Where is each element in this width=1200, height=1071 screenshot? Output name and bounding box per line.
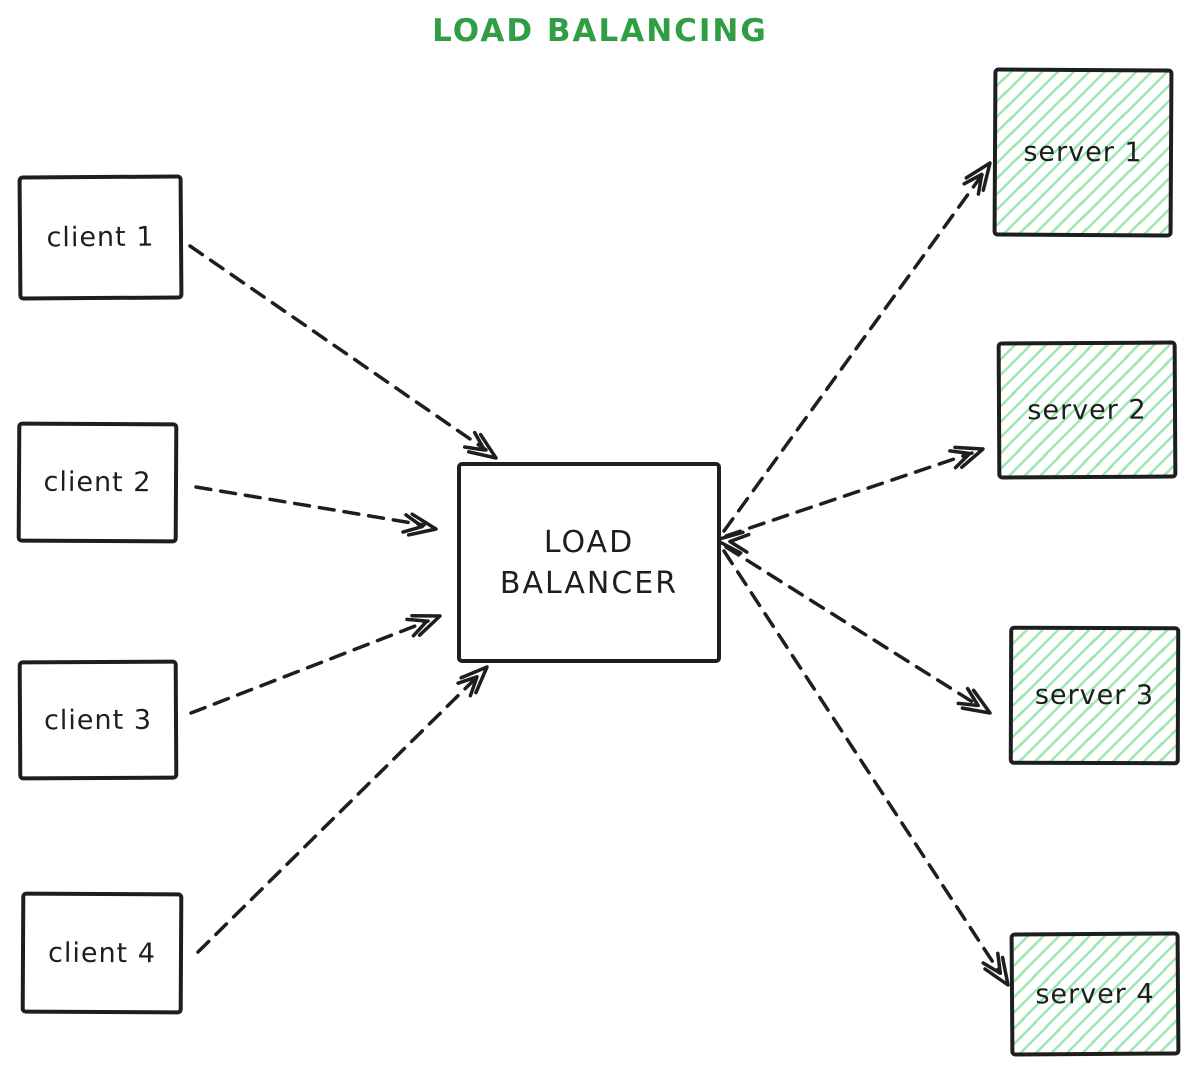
server-2-node: server 2 [996, 340, 1178, 480]
client-2-node: client 2 [16, 421, 179, 544]
client-3-label: client 3 [43, 704, 153, 736]
arrow-load-balancer-to-server-4 [722, 549, 1010, 987]
diagram-title: LOAD BALANCING [432, 13, 768, 49]
client-3-node: client 3 [17, 659, 179, 781]
server-4-node: server 4 [1009, 931, 1181, 1057]
server-2-label: server 2 [1027, 394, 1147, 426]
client-4-node: client 4 [20, 891, 184, 1015]
arrow-load-balancer-to-server-3 [724, 545, 992, 715]
server-3-node: server 3 [1008, 625, 1181, 766]
server-1-label: server 1 [1023, 136, 1143, 169]
client-4-label: client 4 [47, 937, 157, 969]
arrow-client-3-to-load-balancer [189, 613, 442, 715]
server-1-node: server 1 [992, 67, 1174, 238]
client-1-node: client 1 [17, 174, 184, 301]
load-balancer-label-line2: BALANCER [499, 565, 679, 601]
server-3-label: server 3 [1034, 679, 1155, 712]
client-2-label: client 2 [43, 466, 152, 499]
arrow-client-2-to-load-balancer [194, 485, 438, 537]
server-4-label: server 4 [1035, 978, 1155, 1010]
arrow-load-balancer-to-server-1 [722, 161, 992, 533]
load-balancer-label-line1: LOAD [543, 524, 635, 560]
arrow-load-balancer-to-server-2 [724, 445, 985, 538]
arrow-client-1-to-load-balancer [188, 244, 498, 460]
client-1-label: client 1 [46, 221, 155, 254]
arrow-client-4-to-load-balancer [196, 665, 489, 954]
load-balancer-node: LOAD BALANCER [457, 462, 721, 663]
